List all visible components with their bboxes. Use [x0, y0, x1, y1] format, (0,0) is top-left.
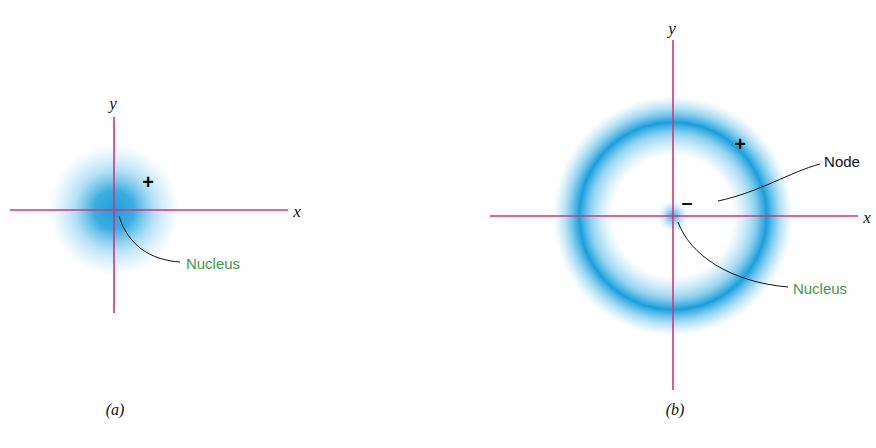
leader-line: [678, 222, 788, 287]
phase-sign: +: [142, 172, 154, 192]
axis-label: y: [668, 20, 676, 37]
node-label: Node: [824, 154, 860, 169]
y-axis: [672, 40, 674, 390]
axis-label: x: [863, 209, 871, 226]
phase-sign: +: [734, 134, 746, 154]
nucleus-label: Nucleus: [793, 281, 847, 296]
phase-sign: –: [681, 192, 692, 212]
x-axis: [10, 209, 288, 211]
leader-line: [119, 216, 180, 262]
leader-line: [718, 164, 820, 201]
axis-label: x: [293, 203, 301, 220]
panel-caption: (b): [666, 402, 685, 418]
axis-label: y: [109, 95, 117, 112]
nucleus-label: Nucleus: [186, 256, 240, 271]
x-axis: [490, 215, 858, 217]
y-axis: [113, 117, 115, 313]
panel-caption: (a): [106, 402, 125, 418]
